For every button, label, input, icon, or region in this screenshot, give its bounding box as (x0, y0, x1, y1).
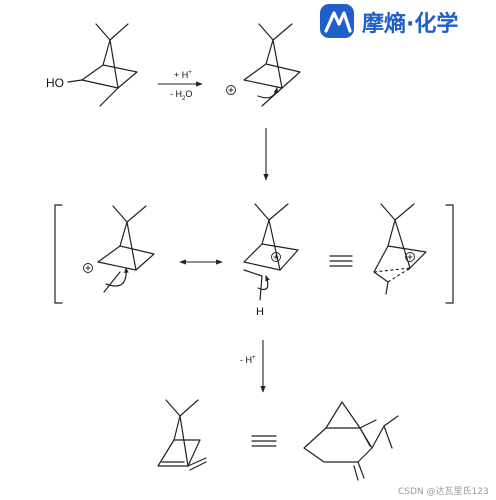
watermark-text: CSDN @达瓦里氏123 (398, 485, 489, 497)
positive-charge-icon (226, 85, 236, 95)
equivalence-sign-2 (251, 435, 277, 447)
molecule-resonance-form-2: H (243, 203, 299, 318)
reaction-arrow-3: - H+ (240, 340, 266, 393)
molecule-nonclassical-cation (373, 203, 427, 295)
migrating-hydrogen-label: H (256, 306, 264, 318)
molecule-camphene-bridged (157, 399, 207, 471)
brand-name: 摩熵·化学 (362, 11, 458, 37)
brand-logo: 摩熵·化学 (320, 4, 458, 38)
stylized-m-logo-icon (320, 4, 354, 38)
reaction-arrow-1: + H+ - H2O (158, 70, 203, 102)
molecule-camphene-skeletal (303, 401, 399, 481)
molecule-resonance-form-1 (83, 205, 155, 293)
equivalence-sign (329, 255, 353, 267)
reagent-lose-proton: - H+ (240, 355, 256, 365)
molecule-alcohol: HO (46, 23, 138, 107)
reagent-lose-water: - H2O (170, 89, 192, 102)
molecule-carbocation-secondary (226, 23, 301, 107)
reagent-add-proton: + H+ (174, 70, 192, 80)
positive-charge-icon (271, 252, 281, 262)
hydroxyl-label: HO (46, 76, 64, 90)
right-bracket (445, 204, 454, 304)
positive-charge-icon (405, 252, 415, 262)
left-bracket (54, 204, 63, 304)
positive-charge-icon (83, 263, 93, 273)
